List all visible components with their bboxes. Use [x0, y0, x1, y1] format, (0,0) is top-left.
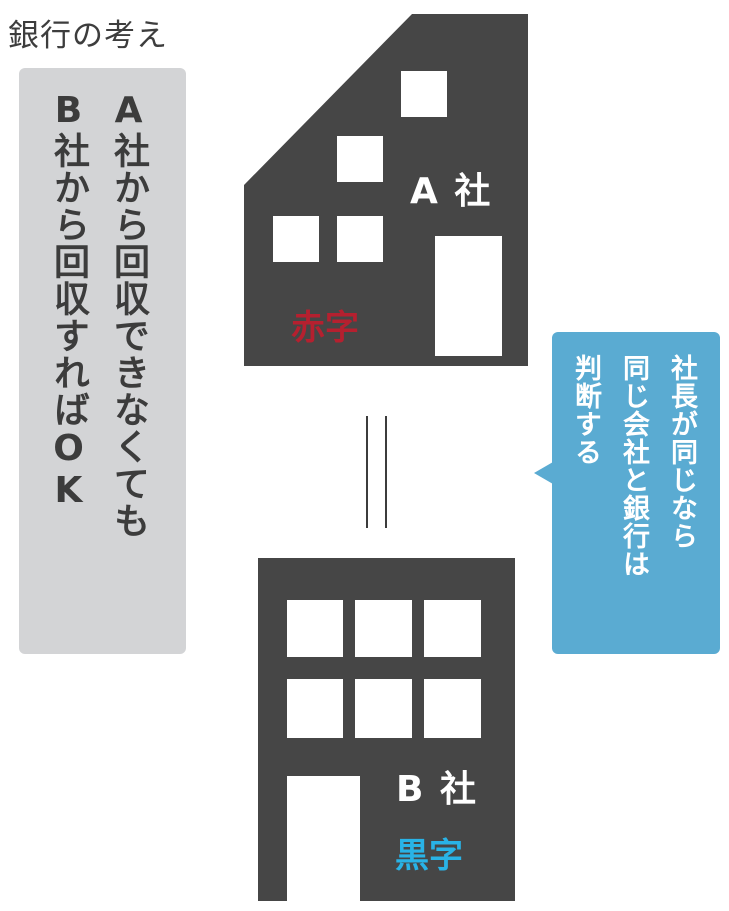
company-a-window [273, 216, 319, 262]
callout-line-3: 判断する [570, 354, 601, 466]
company-b-name: B 社 [396, 769, 478, 810]
callout-tail [534, 462, 553, 484]
company-a-status: 赤字 [291, 308, 359, 348]
bank-view-box [19, 68, 186, 654]
callout-line-2: 同じ会社と銀行は [618, 354, 649, 578]
page-title: 銀行の考え [8, 18, 168, 54]
bank-view-line-1: A社から回収できなくても [108, 90, 149, 539]
company-b-window [355, 600, 412, 657]
equals-line-right [385, 416, 387, 528]
company-b-window [287, 679, 343, 738]
company-b-window [287, 600, 343, 657]
company-a-name: A 社 [410, 171, 493, 212]
company-a-window [337, 136, 383, 182]
equals-line-left [366, 416, 368, 528]
company-b-status: 黒字 [395, 836, 463, 876]
callout-line-1: 社長が同じなら [666, 354, 697, 550]
company-a-door [435, 236, 502, 356]
company-b-window [355, 679, 412, 738]
company-b-door [287, 776, 360, 901]
bank-view-line-2: B社から回収すればOK [48, 90, 89, 512]
company-b-window [424, 600, 481, 657]
company-a-window [337, 216, 383, 262]
callout-box: 社長が同じなら 同じ会社と銀行は 判断する [552, 332, 720, 654]
company-a-window [401, 71, 447, 117]
company-b-window [424, 679, 481, 738]
